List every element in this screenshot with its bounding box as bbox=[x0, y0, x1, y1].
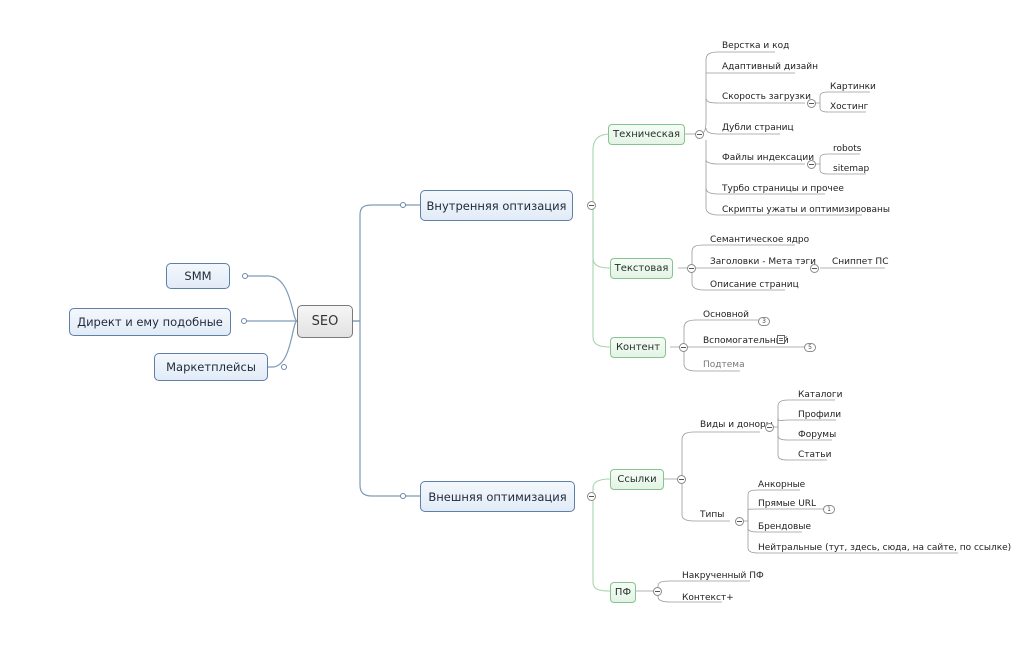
leaf-speed-hosting[interactable]: Хостинг bbox=[830, 102, 869, 112]
node-direct[interactable]: Директ и ему подобные bbox=[69, 308, 231, 336]
collapse-toggle-speed[interactable] bbox=[807, 99, 816, 108]
leaf-content-main[interactable]: Основной bbox=[703, 310, 749, 320]
collapse-toggle-text[interactable] bbox=[687, 264, 696, 273]
leaf-technical-6[interactable]: Скрипты ужаты и оптимизированы bbox=[722, 205, 891, 215]
leaf-text-0[interactable]: Семантическое ядро bbox=[710, 235, 810, 245]
collapse-toggle-types[interactable] bbox=[735, 517, 744, 526]
leaf-content-aux[interactable]: Вспомогательный bbox=[703, 336, 789, 346]
leaf-types-2[interactable]: Брендовые bbox=[758, 522, 811, 532]
leaf-text-1[interactable]: Заголовки - Мета тэги bbox=[710, 257, 817, 267]
collapse-toggle-kinds[interactable] bbox=[765, 423, 774, 432]
connector-dot bbox=[400, 202, 406, 208]
connector-dot bbox=[281, 364, 287, 370]
node-external-optimization[interactable]: Внешняя оптимизация bbox=[420, 481, 575, 512]
leaf-content-subtopic[interactable]: Подтема bbox=[703, 360, 745, 370]
connector-internal-content bbox=[590, 204, 611, 348]
leaf-kinds-0[interactable]: Каталоги bbox=[798, 390, 843, 400]
collapse-toggle-pf[interactable] bbox=[653, 587, 662, 596]
leaf-technical-4[interactable]: Файлы индексации bbox=[722, 153, 815, 163]
collapse-toggle-external[interactable] bbox=[587, 492, 596, 501]
leaf-kinds-2[interactable]: Форумы bbox=[798, 430, 837, 440]
leaf-pf-0[interactable]: Накрученный ПФ bbox=[682, 571, 764, 581]
collapse-toggle-meta[interactable] bbox=[810, 264, 819, 273]
node-marketplaces[interactable]: Маркетплейсы bbox=[154, 353, 268, 381]
leaf-links-types[interactable]: Типы bbox=[700, 510, 725, 520]
connector-dot bbox=[400, 493, 406, 499]
connector-root-market bbox=[268, 320, 298, 368]
connector-root-internal bbox=[353, 204, 420, 322]
leaf-technical-3[interactable]: Дубли страниц bbox=[722, 123, 794, 133]
count-badge: 5 bbox=[804, 343, 816, 352]
node-internal-optimization[interactable]: Внутренняя оптизация bbox=[420, 190, 573, 221]
connector-internal-tech bbox=[590, 133, 611, 206]
note-icon[interactable] bbox=[777, 335, 785, 344]
connector-external-links bbox=[590, 478, 611, 497]
node-smm[interactable]: SMM bbox=[166, 263, 230, 289]
leaf-types-1[interactable]: Прямые URL bbox=[758, 499, 817, 509]
leaf-index-sitemap[interactable]: sitemap bbox=[833, 164, 870, 174]
leaf-technical-0[interactable]: Верстка и код bbox=[722, 41, 790, 51]
collapse-toggle-index[interactable] bbox=[807, 160, 816, 169]
connector-root-external bbox=[353, 320, 420, 497]
leaf-technical-5[interactable]: Турбо страницы и прочее bbox=[722, 184, 844, 194]
root-node-seo[interactable]: SEO bbox=[297, 305, 353, 338]
collapse-toggle-links[interactable] bbox=[677, 475, 686, 484]
collapse-toggle-content[interactable] bbox=[679, 343, 688, 352]
connector-dot bbox=[242, 273, 248, 279]
count-badge: 3 bbox=[758, 317, 770, 326]
leaf-types-3[interactable]: Нейтральные (тут, здесь, сюда, на сайте,… bbox=[758, 543, 1012, 553]
node-links[interactable]: Ссылки bbox=[610, 469, 664, 490]
collapse-toggle-internal[interactable] bbox=[587, 201, 596, 210]
leaf-index-robots[interactable]: robots bbox=[833, 144, 862, 154]
node-pf[interactable]: ПФ bbox=[610, 582, 636, 603]
leaf-speed-images[interactable]: Картинки bbox=[830, 82, 876, 92]
leaf-technical-1[interactable]: Адаптивный дизайн bbox=[722, 62, 818, 72]
connector-external-pf bbox=[590, 495, 611, 592]
leaf-technical-2[interactable]: Скорость загрузки bbox=[722, 92, 811, 102]
leaf-types-0[interactable]: Анкорные bbox=[758, 480, 806, 490]
leaf-pf-1[interactable]: Контекст+ bbox=[682, 593, 734, 603]
node-text[interactable]: Текстовая bbox=[610, 258, 673, 279]
leaf-text-snippet[interactable]: Сниппет ПС bbox=[832, 257, 889, 267]
count-badge: 1 bbox=[823, 505, 835, 514]
node-content[interactable]: Контент bbox=[610, 337, 666, 358]
collapse-toggle-technical[interactable] bbox=[695, 130, 704, 139]
connector-dot bbox=[241, 318, 247, 324]
leaf-links-kinds[interactable]: Виды и доноры bbox=[700, 420, 773, 430]
leaf-kinds-1[interactable]: Профили bbox=[798, 410, 842, 420]
leaf-text-2[interactable]: Описание страниц bbox=[710, 280, 799, 290]
node-technical[interactable]: Техническая bbox=[608, 124, 685, 145]
connector-root-smm bbox=[243, 275, 298, 322]
leaf-kinds-3[interactable]: Статьи bbox=[798, 450, 832, 460]
